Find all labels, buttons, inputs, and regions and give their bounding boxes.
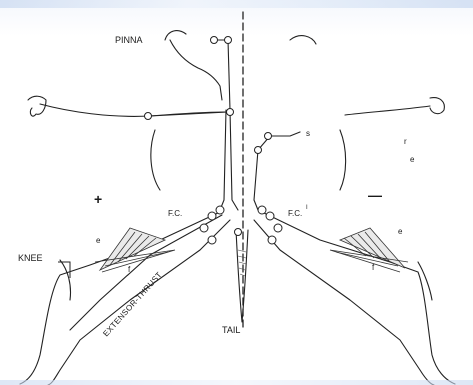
label-plus: + xyxy=(94,192,102,206)
label-tail: TAIL xyxy=(222,326,240,335)
label-knee: KNEE xyxy=(18,254,43,263)
node-left-4 xyxy=(208,236,216,244)
right-muscle xyxy=(330,228,408,272)
extensor-nerve xyxy=(70,215,222,330)
tail-hatch xyxy=(238,250,246,276)
body-outline-right-flank xyxy=(340,130,432,300)
left-forepaw xyxy=(28,96,46,116)
label-r: r xyxy=(404,138,407,146)
left-forelimb xyxy=(40,104,225,116)
body-outline-left xyxy=(170,40,222,100)
label-minus: — xyxy=(368,188,382,202)
node-tail xyxy=(235,229,242,236)
label-fc-left: F.C. xyxy=(168,210,182,218)
left-ear xyxy=(165,31,186,40)
node-right-2 xyxy=(266,212,274,220)
label-e-mark: e xyxy=(410,156,414,164)
node-left-1 xyxy=(216,206,224,214)
label-s: s xyxy=(306,130,310,138)
node-pinna-2 xyxy=(225,37,232,44)
left-pathway-main xyxy=(220,110,226,210)
left-hindlimb-outer xyxy=(20,212,220,384)
label-e-left: e xyxy=(96,237,100,245)
right-forelimb xyxy=(345,106,430,115)
right-hindlimb-inner xyxy=(254,220,434,385)
s-pathway xyxy=(254,132,300,210)
node-left-3 xyxy=(200,224,208,232)
forelimb-afferent xyxy=(150,112,228,116)
node-right-1 xyxy=(258,206,266,214)
label-e-right: e xyxy=(398,228,402,236)
label-f-left: f xyxy=(128,266,130,274)
tail xyxy=(236,230,248,322)
left-muscle xyxy=(95,228,175,272)
node-forelimb-2 xyxy=(227,109,234,116)
node-s-1 xyxy=(265,133,272,140)
label-f-right: f xyxy=(372,264,374,272)
label-fc-right-sup: I xyxy=(306,205,308,211)
label-pinna: PINNA xyxy=(115,36,143,45)
node-right-4 xyxy=(268,236,276,244)
body-outline-left-flank xyxy=(60,130,160,300)
pinna-afferent xyxy=(215,40,238,210)
node-left-2 xyxy=(208,212,216,220)
label-fc-right: F.C. xyxy=(288,210,302,218)
node-right-3 xyxy=(274,224,282,232)
node-pinna-1 xyxy=(211,37,218,44)
node-forelimb-1 xyxy=(145,113,152,120)
node-s-2 xyxy=(255,147,262,154)
right-ear xyxy=(290,36,316,44)
right-forepaw xyxy=(430,98,444,114)
